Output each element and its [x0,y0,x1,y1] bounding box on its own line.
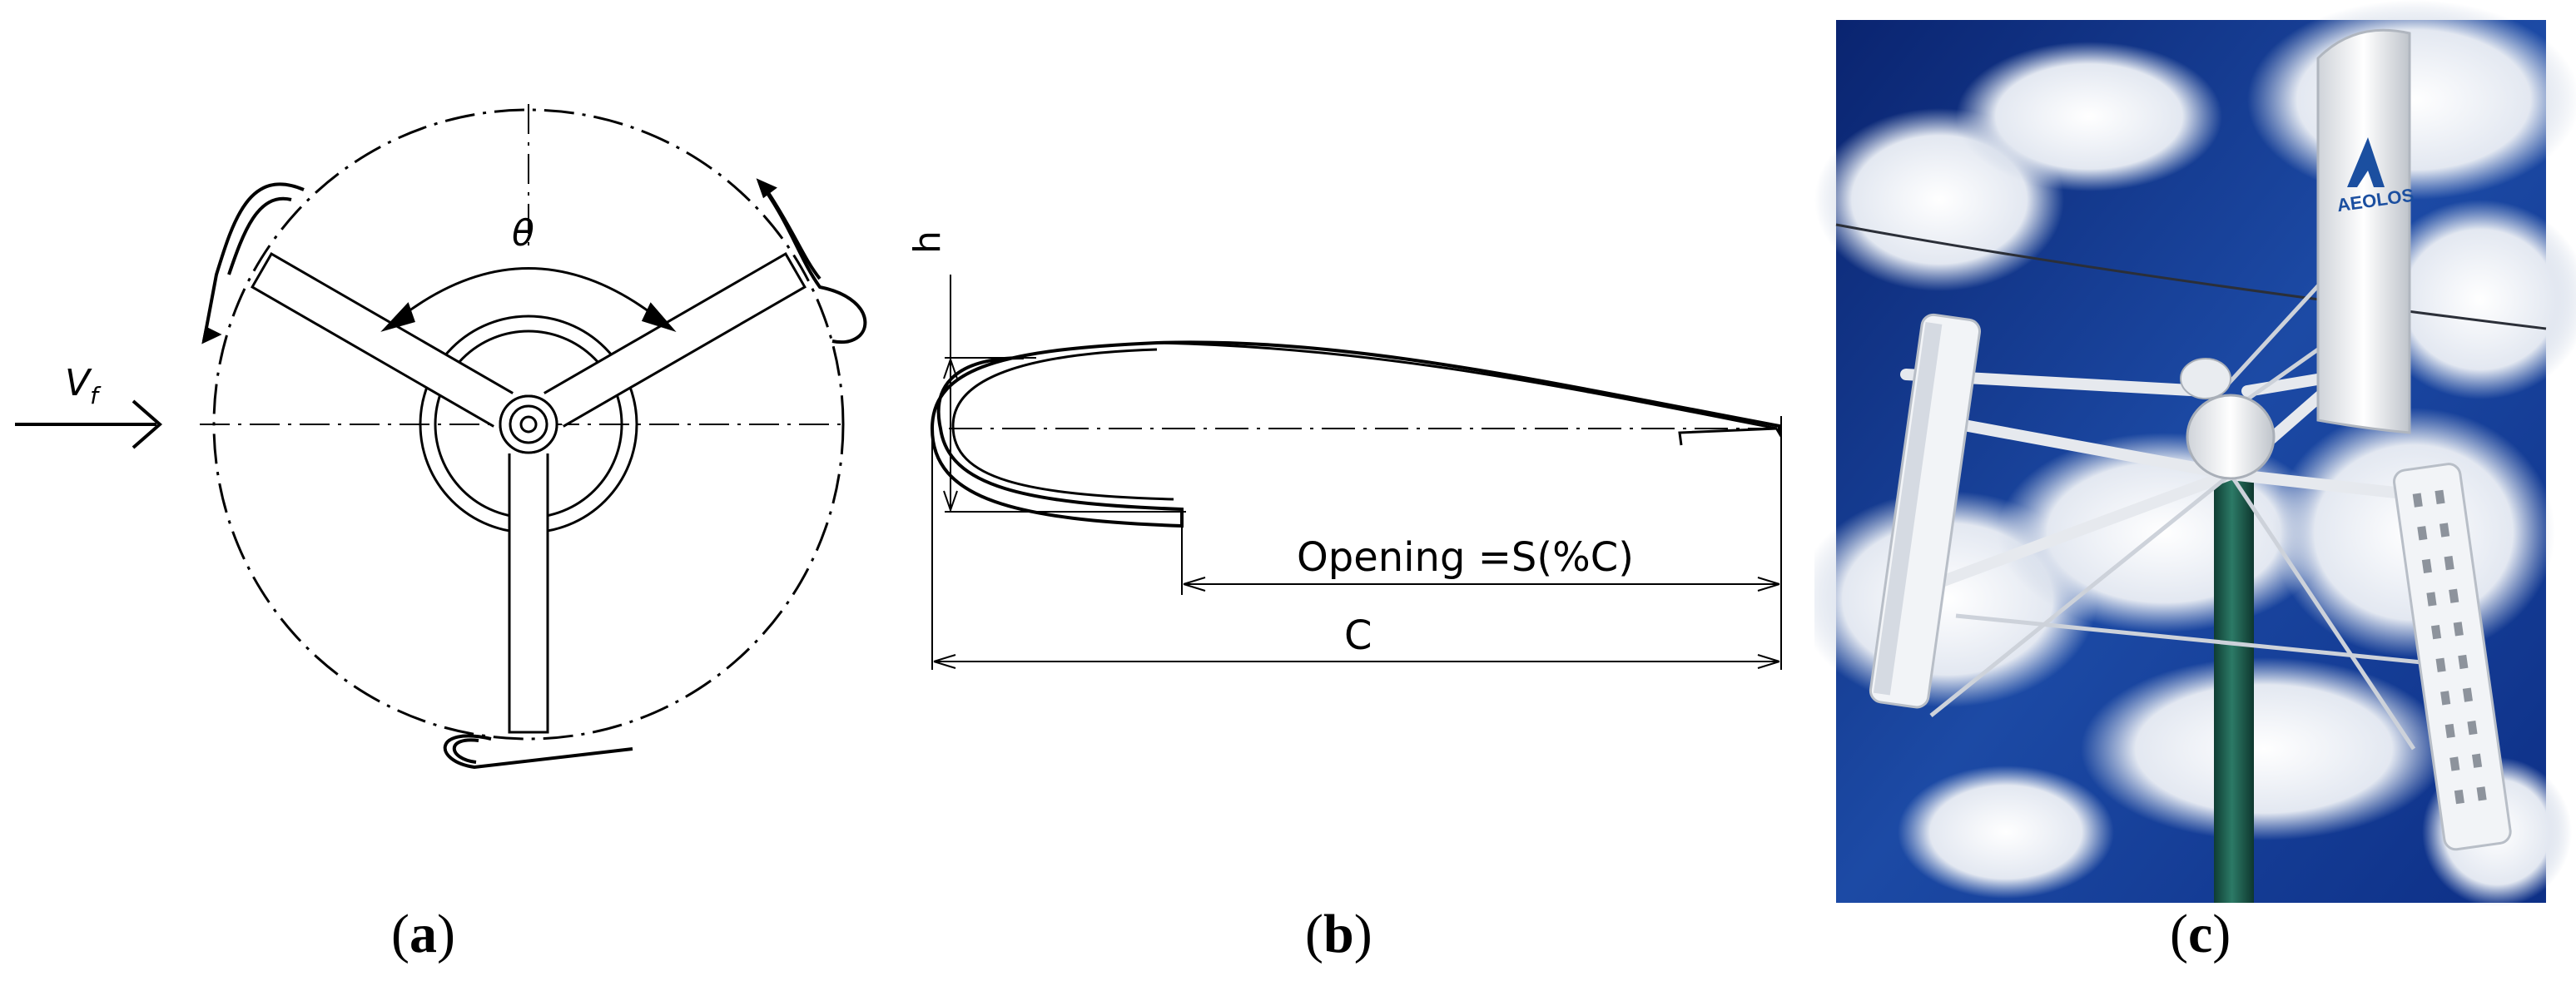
velocity-label: Vf [65,362,102,409]
caption-c: (c) [2170,904,2231,964]
theta-arrow-left [380,302,415,332]
panel-a-rotor-top-view: θ Vf (a) [0,0,882,996]
arm-down [508,453,549,734]
blade-right [2393,463,2512,851]
blade-upper-right [756,178,867,344]
panel-c-turbine-photo: AEOLOS (c) [1814,0,2576,996]
theta-arrow-right [641,302,677,333]
airfoil-profile-diagram: h Opening =S(%C) C [906,230,1782,670]
arm-upper-right [543,252,807,428]
blade-upper-left [201,182,305,344]
turbine-photo: AEOLOS [1814,0,2576,907]
chord-label: C [1344,612,1372,659]
rotor-hub [2186,394,2276,480]
arm-upper-left [251,252,514,428]
theta-arc [390,267,667,326]
velocity-arrow-head [132,399,163,449]
panel-b-airfoil-profile: h Opening =S(%C) C (b) [882,0,1814,996]
aeolos-logo-icon [2347,137,2385,187]
turbine-pole [2214,466,2254,903]
caption-b: (b) [1305,904,1372,964]
opening-label: Opening =S(%C) [1297,534,1634,581]
blade-bottom [443,734,633,770]
blade-left [1869,313,1982,709]
airfoil-inner [951,348,1174,501]
h-label: h [906,230,949,254]
caption-a: (a) [391,904,455,964]
airfoil-outer [930,340,1781,528]
turbine-top-blade [2316,28,2411,434]
overhead-wire [1835,223,2547,330]
rotor-top-view-diagram: θ Vf [15,104,867,770]
trailing-edge [1156,341,1778,446]
theta-label: θ [512,212,534,255]
